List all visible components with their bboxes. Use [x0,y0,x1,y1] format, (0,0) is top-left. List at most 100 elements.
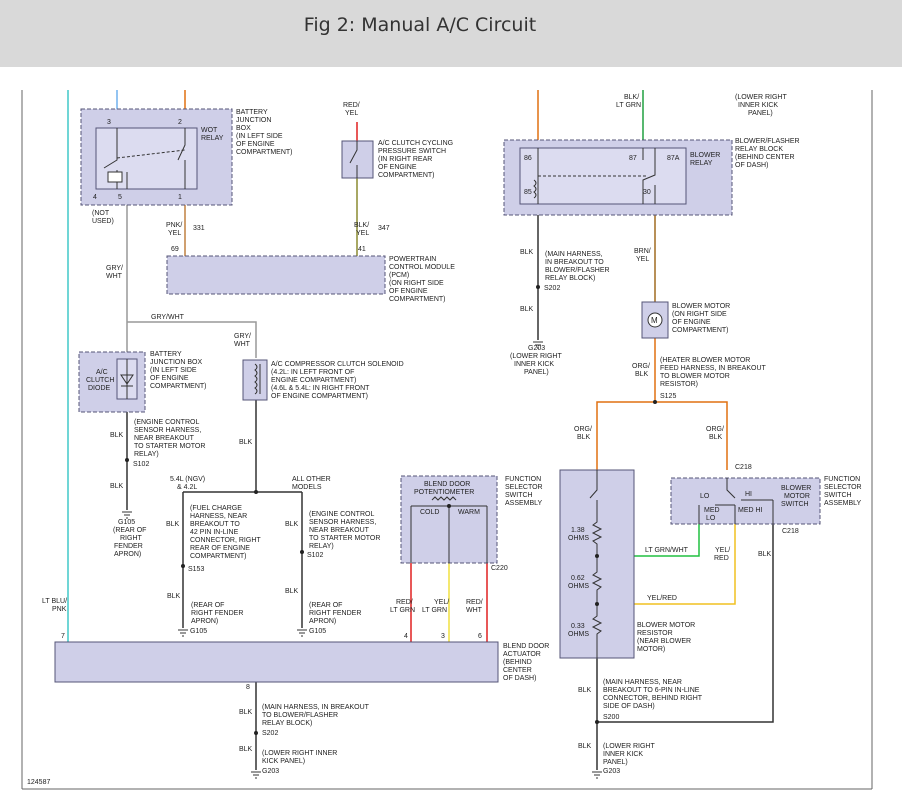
fss2-box [670,477,821,525]
label-gry-wht-1: GRY/WHT [106,265,123,280]
label-gry-wht-top: GRY/WHT [151,314,185,321]
label-blk-12: BLK [758,551,772,558]
pin-actuator-6: 6 [478,633,482,640]
internal-symbols [103,128,774,658]
header-bar: Fig 2: Manual A/C Circuit [0,0,902,67]
label-model-54: 5.4L (NGV)& 4.2L [170,476,205,491]
splice-s102b: S102 [307,552,323,559]
pin-69: 69 [171,246,179,253]
pin-5: 5 [118,194,122,201]
ground-symbols [122,341,602,779]
connector-c220: C220 [491,565,508,572]
label-org-blk-1: ORG/BLK [632,363,650,378]
pin-41: 41 [358,246,366,253]
label-blk-ltgrn: BLK/LT GRN [616,94,641,109]
solenoid-box [242,359,268,401]
pin-3: 3 [107,119,111,126]
label-blk-4: BLK [166,521,180,528]
splice-s102a: S102 [133,461,149,468]
label-blk-14: BLK [578,743,592,750]
pin-86: 86 [524,155,532,162]
diagram-frame [21,90,873,790]
splice-s153: S153 [188,566,204,573]
label-blk-2: BLK [110,483,124,490]
pin-1: 1 [178,194,182,201]
pin-4: 4 [93,194,97,201]
wire-blk-switch [597,524,774,723]
pin-actuator-4: 4 [404,633,408,640]
pin-actuator-8: 8 [246,684,250,691]
figure-id: 124587 [27,779,50,786]
pin-85: 85 [524,189,532,196]
label-blk-3: BLK [239,439,253,446]
label-org-blk-3: ORG/BLK [706,426,724,441]
label-cold: COLD [420,509,439,516]
circuit-331: 331 [193,225,205,232]
label-hi: HI [745,491,752,498]
splice-dots [125,285,657,735]
wires [67,90,774,770]
connector-c218b: C218 [782,528,799,535]
label-lo: LO [700,493,710,500]
splice-s200: S200 [603,714,619,721]
label-blk-1: BLK [110,432,124,439]
pin-87a: 87A [667,155,680,162]
label-yel-red-v: YEL/RED [714,547,730,562]
splice-s125: S125 [660,393,676,400]
label-blk-10: BLK [520,249,534,256]
label-blk-6: BLK [167,593,181,600]
label-warm: WARM [458,509,480,516]
label-med-hi: MED HI [738,507,763,514]
blend-actuator-box [54,641,499,683]
page-title: Fig 2: Manual A/C Circuit [303,14,537,36]
label-pnk-yel: PNK/YEL [166,222,182,237]
wire-gray-top [127,321,257,358]
label-yel-ltgrn: YEL/LT GRN [422,599,449,614]
pin-30: 30 [643,189,651,196]
label-red-ltgrn: RED/LT GRN [390,599,415,614]
ground-g203a: G203 [262,768,279,775]
ground-g105a: G105 [190,628,207,635]
circuit-347: 347 [378,225,390,232]
label-blk-11: BLK [520,306,534,313]
label-compressor-solenoid: A/C COMPRESSOR CLUTCH SOLENOID(4.2L: IN … [271,361,404,400]
label-blk-13: BLK [578,687,592,694]
wire-yel-red [597,524,736,605]
circuit-diagram: 124587 [21,90,873,790]
label-blk-5: BLK [285,521,299,528]
label-yel-red-h: YEL/RED [647,595,677,602]
label-lt-blu-pnk: LT BLU/PNK [42,598,67,613]
splice-s202b: S202 [544,285,560,292]
svg-text:M: M [651,316,658,325]
pcm-box [166,255,386,295]
